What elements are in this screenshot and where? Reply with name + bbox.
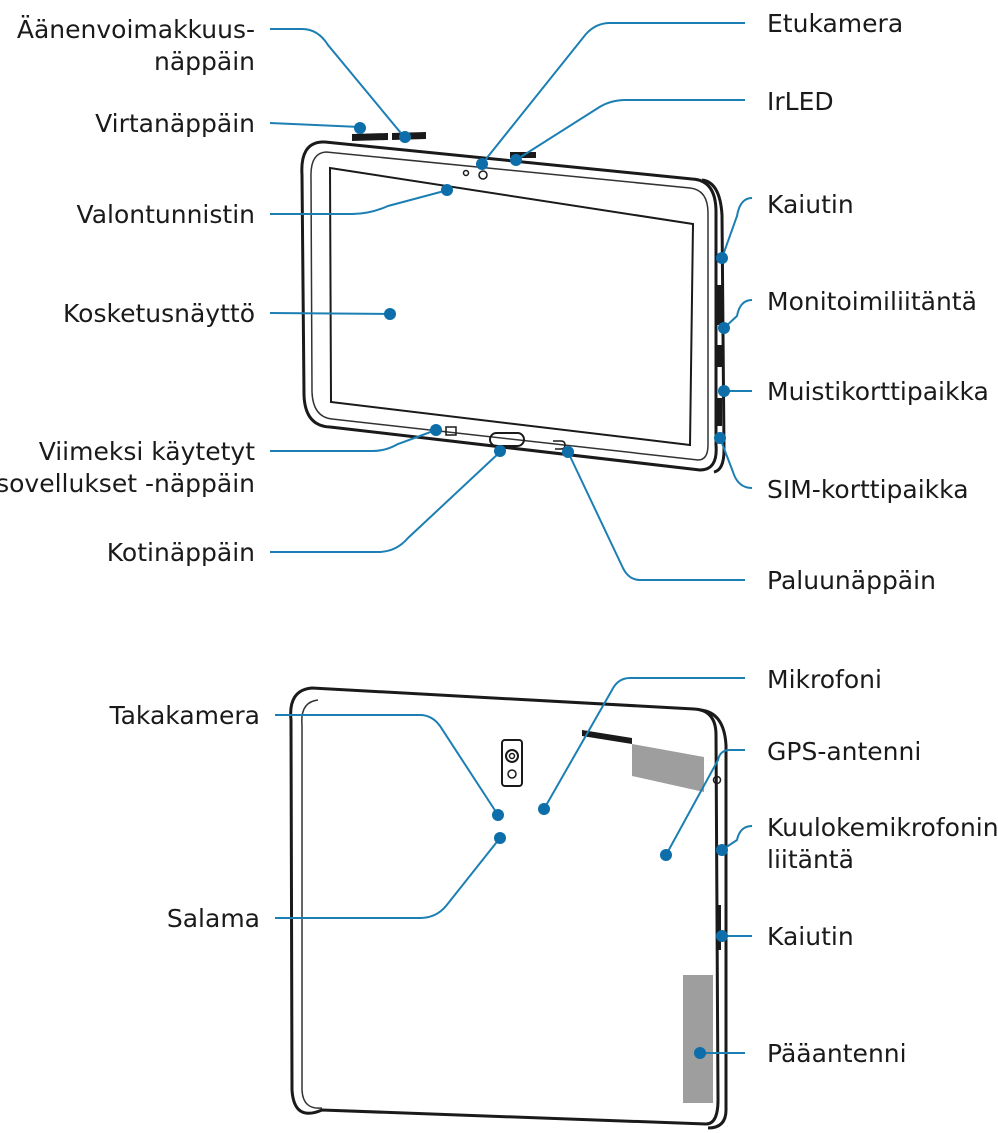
top-grille [582, 730, 632, 744]
back-labels: Takakamera Salama Mikrofoni GPS-antenni … [108, 665, 998, 1068]
leader-back-key [567, 451, 745, 581]
dot-front-camera [476, 158, 488, 170]
label-headset-jack-1: Kuulokemikrofonin [767, 813, 998, 842]
port-slot-3 [716, 398, 722, 426]
port-slot-2 [716, 345, 722, 367]
label-microphone: Mikrofoni [767, 665, 882, 694]
dot-rear-camera [492, 809, 504, 821]
leader-touchscreen [269, 312, 391, 315]
power-button [352, 133, 388, 141]
dot-flash [494, 832, 506, 844]
dot-speaker-back [716, 930, 728, 942]
back-body-outline [289, 686, 720, 1126]
label-headset-jack-2: liitäntä [767, 845, 854, 874]
dot-sim [714, 432, 726, 444]
back-body-side [699, 708, 728, 1130]
gps-antenna-patch [632, 744, 704, 792]
front-tablet [300, 132, 726, 474]
camera-lens [478, 170, 488, 180]
dot-memory [718, 385, 730, 397]
dot-multipurpose [718, 322, 730, 334]
label-power-key: Virtanäppäin [95, 109, 255, 138]
leader-rear-camera [275, 714, 499, 816]
recent-key-shape [445, 426, 457, 436]
label-volume-key-1: Äänenvoimakkuus- [17, 15, 255, 44]
main-antenna-patch [683, 975, 713, 1103]
headset-jack-hole [712, 775, 722, 785]
label-home-key: Kotinäppäin [107, 538, 255, 567]
dot-light-sensor [441, 184, 453, 196]
label-multipurpose-jack: Monitoimiliitäntä [767, 287, 977, 316]
dot-headset [716, 844, 728, 856]
side-speaker-slot [716, 905, 721, 950]
label-touchscreen: Kosketusnäyttö [63, 299, 255, 328]
flash-lens [507, 769, 517, 779]
label-speaker-back: Kaiutin [767, 922, 854, 951]
dot-power [354, 122, 366, 134]
home-key-shape [489, 432, 525, 447]
dot-volume [399, 131, 411, 143]
sensor-dot [462, 169, 470, 177]
front-leaders [269, 22, 753, 581]
rear-camera-inner [508, 752, 516, 760]
back-body-inner [301, 699, 323, 1109]
label-sim-card: SIM-korttipaikka [767, 475, 969, 504]
label-recent-apps-1: Viimeksi käytetyt [39, 437, 256, 466]
leader-power [269, 122, 361, 128]
label-irled: IrLED [767, 87, 834, 116]
front-bezel-inner [310, 151, 709, 461]
leader-flash [275, 837, 501, 919]
leader-headset [721, 825, 753, 851]
label-gps-antenna: GPS-antenni [767, 737, 921, 766]
leader-irled [515, 99, 745, 161]
dot-back-key [562, 446, 574, 458]
dot-home [494, 445, 506, 457]
label-rear-camera: Takakamera [108, 701, 260, 730]
leader-sim [719, 437, 753, 489]
label-speaker-front: Kaiutin [767, 190, 854, 219]
back-tablet [289, 686, 728, 1130]
dot-recent [430, 424, 442, 436]
front-dots [354, 122, 730, 458]
back-dots [492, 803, 728, 1059]
label-front-camera: Etukamera [767, 9, 903, 38]
dot-main-antenna [694, 1047, 706, 1059]
back-key-shape [553, 440, 566, 450]
leader-gps [665, 749, 745, 856]
dot-gps [660, 849, 672, 861]
leader-light-sensor [270, 189, 449, 215]
leader-home [270, 451, 501, 553]
dot-microphone [538, 803, 550, 815]
port-slot-1 [716, 285, 722, 325]
label-light-sensor: Valontunnistin [77, 200, 255, 229]
dot-touchscreen [384, 308, 396, 320]
label-recent-apps-2: sovellukset -näppäin [0, 469, 255, 498]
label-main-antenna: Pääantenni [767, 1039, 907, 1068]
label-back-key: Paluunäppäin [767, 566, 936, 595]
leader-speaker [721, 197, 753, 259]
label-memory-card: Muistikorttipaikka [767, 377, 989, 406]
front-labels: Äänenvoimakkuus- näppäin Virtanäppäin Va… [0, 9, 989, 595]
dot-irled [510, 154, 522, 166]
dot-speaker [716, 252, 728, 264]
leader-multipurpose [723, 299, 753, 329]
leader-front-camera [481, 22, 745, 165]
touchscreen-panel [328, 166, 695, 447]
leader-recent [270, 429, 437, 452]
label-flash: Salama [167, 904, 260, 933]
rear-camera-lens [505, 749, 519, 763]
back-leaders [275, 677, 753, 1054]
leader-volume [270, 28, 406, 139]
label-volume-key-2: näppäin [154, 47, 255, 76]
leader-microphone [543, 677, 745, 810]
